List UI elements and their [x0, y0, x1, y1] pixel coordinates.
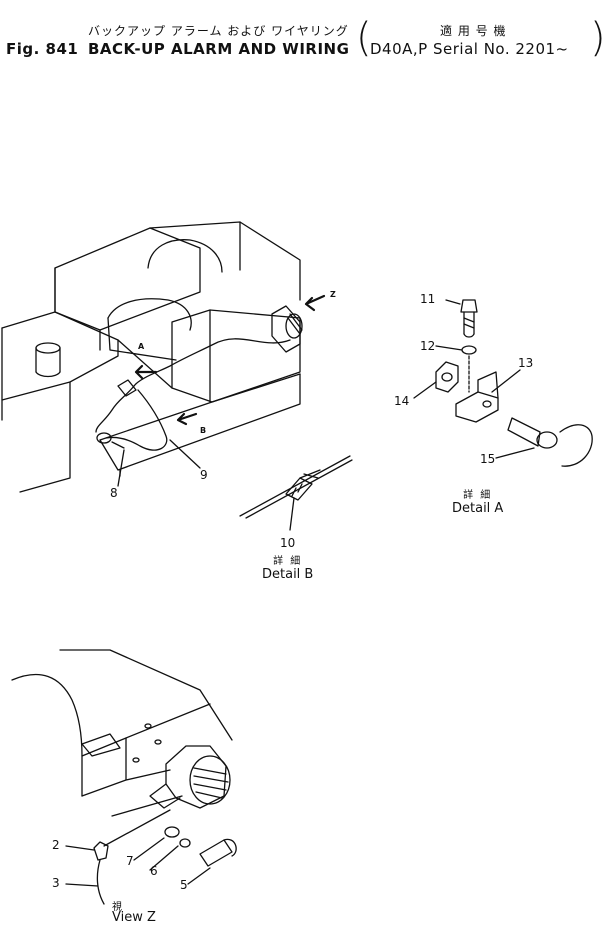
title-english: BACK-UP ALARM AND WIRING — [88, 40, 350, 58]
callout-5: 5 — [180, 878, 188, 892]
caption-view-z-jp: 視 — [112, 902, 124, 913]
figure-number: Fig. 841 — [6, 40, 79, 58]
detail-a-drawing — [414, 300, 592, 466]
callout-2: 2 — [52, 838, 60, 852]
callout-12: 12 — [420, 339, 436, 353]
title-japanese: バックアップ アラーム および ワイヤリング — [88, 24, 349, 38]
caption-detail-b-jp: 詳 細 — [273, 556, 303, 567]
callout-8: 8 — [110, 486, 118, 500]
caption-view-z-en: View Z — [112, 910, 156, 925]
open-paren: ( — [356, 15, 372, 61]
serial-japanese: 適 用 号 機 — [440, 24, 507, 38]
caption-detail-a-en: Detail A — [452, 501, 504, 516]
close-paren: ) — [590, 15, 606, 61]
callout-6: 6 — [150, 864, 158, 878]
callout-z: Z — [330, 290, 336, 299]
callout-7: 7 — [126, 854, 134, 868]
caption-detail-a: 詳 細 Detail A — [452, 486, 503, 516]
callout-13: 13 — [518, 356, 534, 370]
caption-view-z: 視 View Z — [112, 902, 156, 925]
callout-9: 9 — [200, 468, 208, 482]
callout-15: 15 — [480, 452, 496, 466]
callout-10: 10 — [280, 536, 296, 550]
caption-detail-a-jp: 詳 細 — [463, 490, 493, 501]
detail-b-drawing — [240, 456, 352, 530]
callout-11: 11 — [420, 292, 436, 306]
callout-14: 14 — [394, 394, 410, 408]
callout-3: 3 — [52, 876, 60, 890]
machine-isometric-view — [2, 222, 324, 492]
callout-b: B — [200, 426, 207, 435]
serial-text: D40A,P Serial No. 2201~ — [370, 40, 569, 58]
caption-detail-b-en: Detail B — [262, 567, 314, 582]
caption-detail-b: 詳 細 Detail B — [262, 552, 313, 582]
callout-a: A — [138, 342, 145, 351]
view-z-drawing — [12, 650, 236, 904]
